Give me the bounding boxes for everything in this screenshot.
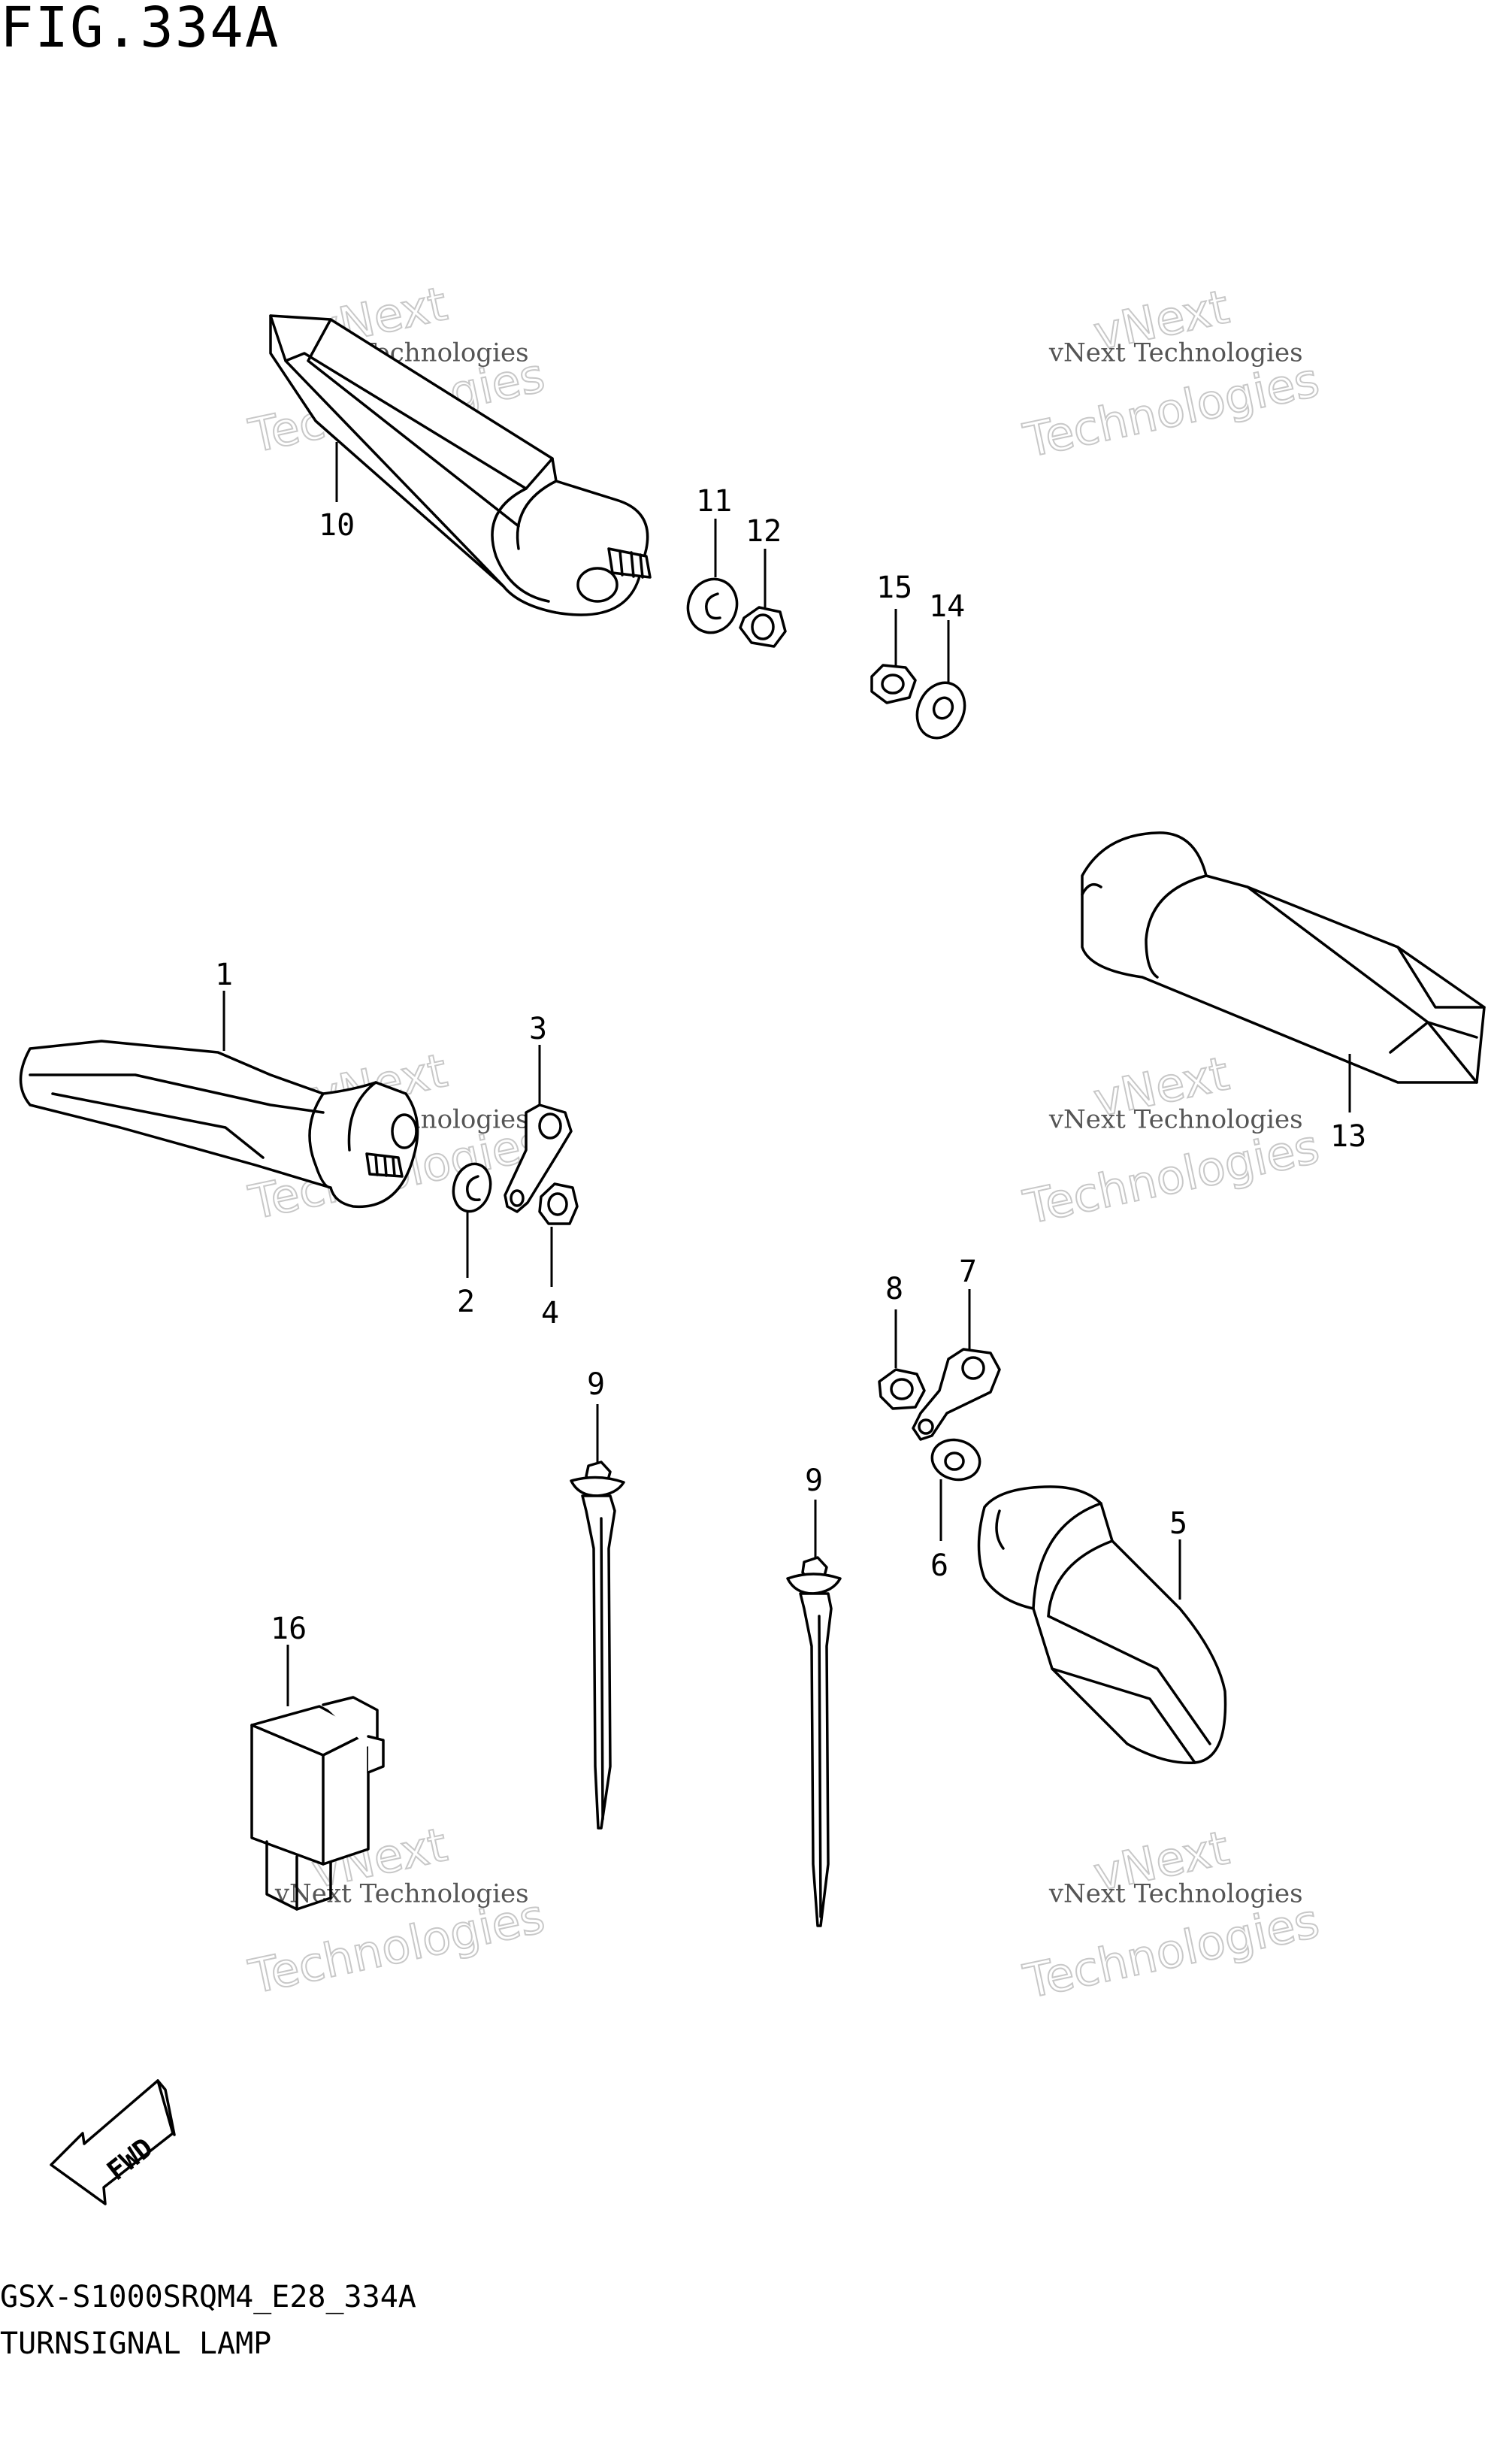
svg-text:Technologies: Technologies [1019,1893,1324,2008]
part-1-turnsignal-lamp [19,1040,419,1209]
callout-9a: 9 [587,1367,605,1402]
callout-16: 16 [271,1612,307,1646]
callout-9b: 9 [805,1464,823,1498]
model-code: GSX-S1000SRQM4_E28_334A [0,2280,416,2314]
part-2-washer [452,1162,492,1213]
part-6-washer [930,1438,981,1482]
callout-15: 15 [876,571,912,605]
callout-8: 8 [885,1272,903,1306]
callout-7: 7 [959,1255,977,1289]
callout-3: 3 [529,1012,547,1046]
part-16-turnsignal-relay [250,1696,385,1911]
callout-10: 10 [319,508,355,543]
callout-11: 11 [696,484,732,519]
part-11-washer [686,577,739,634]
callout-2: 2 [457,1285,475,1319]
callout-6: 6 [930,1548,948,1583]
fwd-arrow-icon: FWD [50,2079,176,2205]
callout-5: 5 [1169,1506,1187,1541]
callout-13: 13 [1330,1119,1366,1154]
part-3-bracket [504,1103,573,1213]
figure-title: FIG.334A [0,0,280,60]
svg-text:vNext Technologies: vNext Technologies [1048,338,1303,368]
watermark-mid-right: Technologies vNext vNext Technologies [1018,1045,1325,1236]
part-5-turnsignal-lamp [977,1485,1227,1765]
part-12-nut [739,606,787,648]
callout-12: 12 [746,514,782,549]
section-name: TURNSIGNAL LAMP [0,2326,272,2361]
part-4-nut [538,1182,579,1225]
part-13-turnsignal-lamp [1081,831,1486,1084]
svg-text:vNext Technologies: vNext Technologies [1048,1104,1303,1134]
svg-text:Technologies: Technologies [1019,352,1324,468]
callout-14: 14 [929,589,965,624]
part-9-cable-tie-left [570,1461,625,1830]
part-15-nut [870,664,917,704]
svg-text:Technologies: Technologies [1019,1118,1324,1234]
svg-text:vNext Technologies: vNext Technologies [1048,1878,1303,1909]
watermark-top-right: Technologies vNext vNext Technologies [1018,278,1325,469]
callout-4: 4 [541,1296,559,1330]
callout-1: 1 [215,958,233,992]
part-7-bracket [912,1348,1001,1441]
part-14-washer [915,681,966,740]
part-10-turnsignal-lamp [269,314,652,616]
part-9-cable-tie-right [786,1556,842,1927]
watermark-bottom-right: Technologies vNext vNext Technologies [1018,1819,1325,2010]
part-8-nut [878,1368,926,1410]
